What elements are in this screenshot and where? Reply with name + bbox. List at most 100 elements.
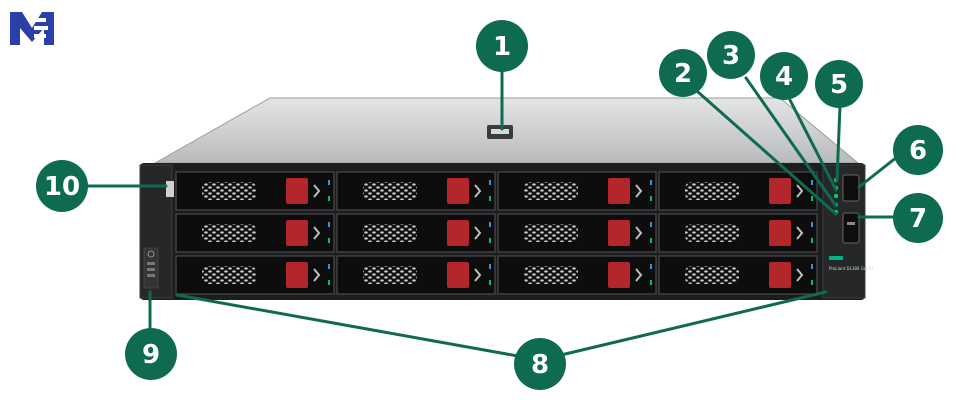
- drive-release-latch: [286, 220, 308, 246]
- drive-status-led: [650, 280, 652, 285]
- drive-activity-led: [811, 180, 813, 185]
- drive-vent-grill: [202, 224, 256, 242]
- drive-release-latch: [608, 262, 630, 288]
- leader-line-5: [835, 104, 842, 182]
- drive-bay-11: [497, 255, 657, 295]
- callout-10: 10: [36, 160, 88, 212]
- drive-chevron-icon: [796, 226, 804, 240]
- drive-vent-grill: [363, 182, 417, 200]
- drive-vent-grill: [363, 266, 417, 284]
- drive-chevron-icon: [313, 268, 321, 282]
- drive-chevron-icon: [796, 268, 804, 282]
- svg-text:1: 1: [493, 32, 511, 62]
- drive-vent-grill: [685, 182, 739, 200]
- drive-vent-grill: [524, 266, 578, 284]
- drive-bay-3: [497, 171, 657, 211]
- drive-chevron-icon: [796, 184, 804, 198]
- drive-release-latch: [769, 178, 791, 204]
- drive-chevron-icon: [313, 226, 321, 240]
- drive-bay-6: [336, 213, 496, 253]
- drive-chevron-icon: [474, 268, 482, 282]
- drive-vent-grill: [685, 224, 739, 242]
- drive-activity-led: [328, 180, 330, 185]
- callout-4: 4: [760, 52, 808, 100]
- drive-activity-led: [489, 222, 491, 227]
- svg-text:9: 9: [142, 340, 160, 370]
- drive-bay-8: [658, 213, 818, 253]
- drive-status-led: [650, 196, 652, 201]
- drive-release-latch: [769, 262, 791, 288]
- drive-bay-grid: [175, 171, 818, 295]
- drive-activity-led: [650, 222, 652, 227]
- drive-bay-4: [658, 171, 818, 211]
- leader-line-6: [857, 155, 899, 189]
- svg-text:4: 4: [775, 62, 793, 92]
- leader-lines: [78, 70, 899, 362]
- svg-text:5: 5: [830, 70, 848, 100]
- drive-bay-7: [497, 213, 657, 253]
- callout-9: 9: [125, 328, 177, 380]
- drive-bay-12: [658, 255, 818, 295]
- svg-text:2: 2: [674, 59, 692, 89]
- svg-text:3: 3: [722, 41, 740, 71]
- drive-vent-grill: [685, 266, 739, 284]
- drive-activity-led: [650, 180, 652, 185]
- drive-activity-led: [489, 264, 491, 269]
- hpe-accent-bar: [829, 256, 843, 260]
- drive-vent-grill: [524, 224, 578, 242]
- svg-text:8: 8: [531, 350, 549, 380]
- drive-release-latch: [447, 178, 469, 204]
- front-usb-port: [842, 212, 860, 244]
- drive-vent-grill: [202, 182, 256, 200]
- callout-2: 2: [659, 49, 707, 97]
- drive-status-led: [811, 238, 813, 243]
- drive-status-led: [489, 280, 491, 285]
- svg-text:6: 6: [909, 136, 927, 166]
- leader-line-8b: [538, 290, 828, 362]
- leader-line-4: [788, 98, 838, 192]
- drive-release-latch: [447, 220, 469, 246]
- drive-chevron-icon: [313, 184, 321, 198]
- drive-bay-5: [175, 213, 335, 253]
- drive-release-latch: [286, 178, 308, 204]
- leader-line-8a: [175, 293, 542, 362]
- drive-activity-led: [811, 264, 813, 269]
- drive-status-led: [489, 196, 491, 201]
- front-display-port: [842, 174, 860, 202]
- drive-bay-10: [336, 255, 496, 295]
- drive-status-led: [328, 280, 330, 285]
- drive-status-led: [328, 196, 330, 201]
- drive-release-latch: [608, 220, 630, 246]
- serial-label-pull-tab: [166, 181, 174, 197]
- drive-activity-led: [489, 180, 491, 185]
- callout-7: 7: [893, 193, 943, 243]
- drive-bay-9: [175, 255, 335, 295]
- drive-activity-led: [811, 222, 813, 227]
- drive-vent-grill: [202, 266, 256, 284]
- drive-bay-2: [336, 171, 496, 211]
- drive-release-latch: [608, 178, 630, 204]
- leader-line-3: [744, 76, 838, 208]
- drive-vent-grill: [524, 182, 578, 200]
- callout-3: 3: [707, 31, 755, 79]
- drive-activity-led: [328, 222, 330, 227]
- drive-status-led: [811, 280, 813, 285]
- drive-release-latch: [286, 262, 308, 288]
- drive-bay-1: [175, 171, 335, 211]
- drive-vent-grill: [363, 224, 417, 242]
- callout-8: 8: [514, 338, 566, 390]
- drive-chevron-icon: [474, 184, 482, 198]
- bezel-model-label: ProLiant DL380 Gen11: [829, 266, 874, 271]
- left-ear-controls: [143, 247, 159, 289]
- svg-text:10: 10: [44, 172, 80, 202]
- drive-status-led: [811, 196, 813, 201]
- drive-release-latch: [447, 262, 469, 288]
- drive-activity-led: [328, 264, 330, 269]
- callout-1: 1: [476, 20, 528, 72]
- drive-chevron-icon: [635, 184, 643, 198]
- callout-5: 5: [815, 60, 863, 108]
- drive-release-latch: [769, 220, 791, 246]
- drive-chevron-icon: [635, 226, 643, 240]
- drive-status-led: [328, 238, 330, 243]
